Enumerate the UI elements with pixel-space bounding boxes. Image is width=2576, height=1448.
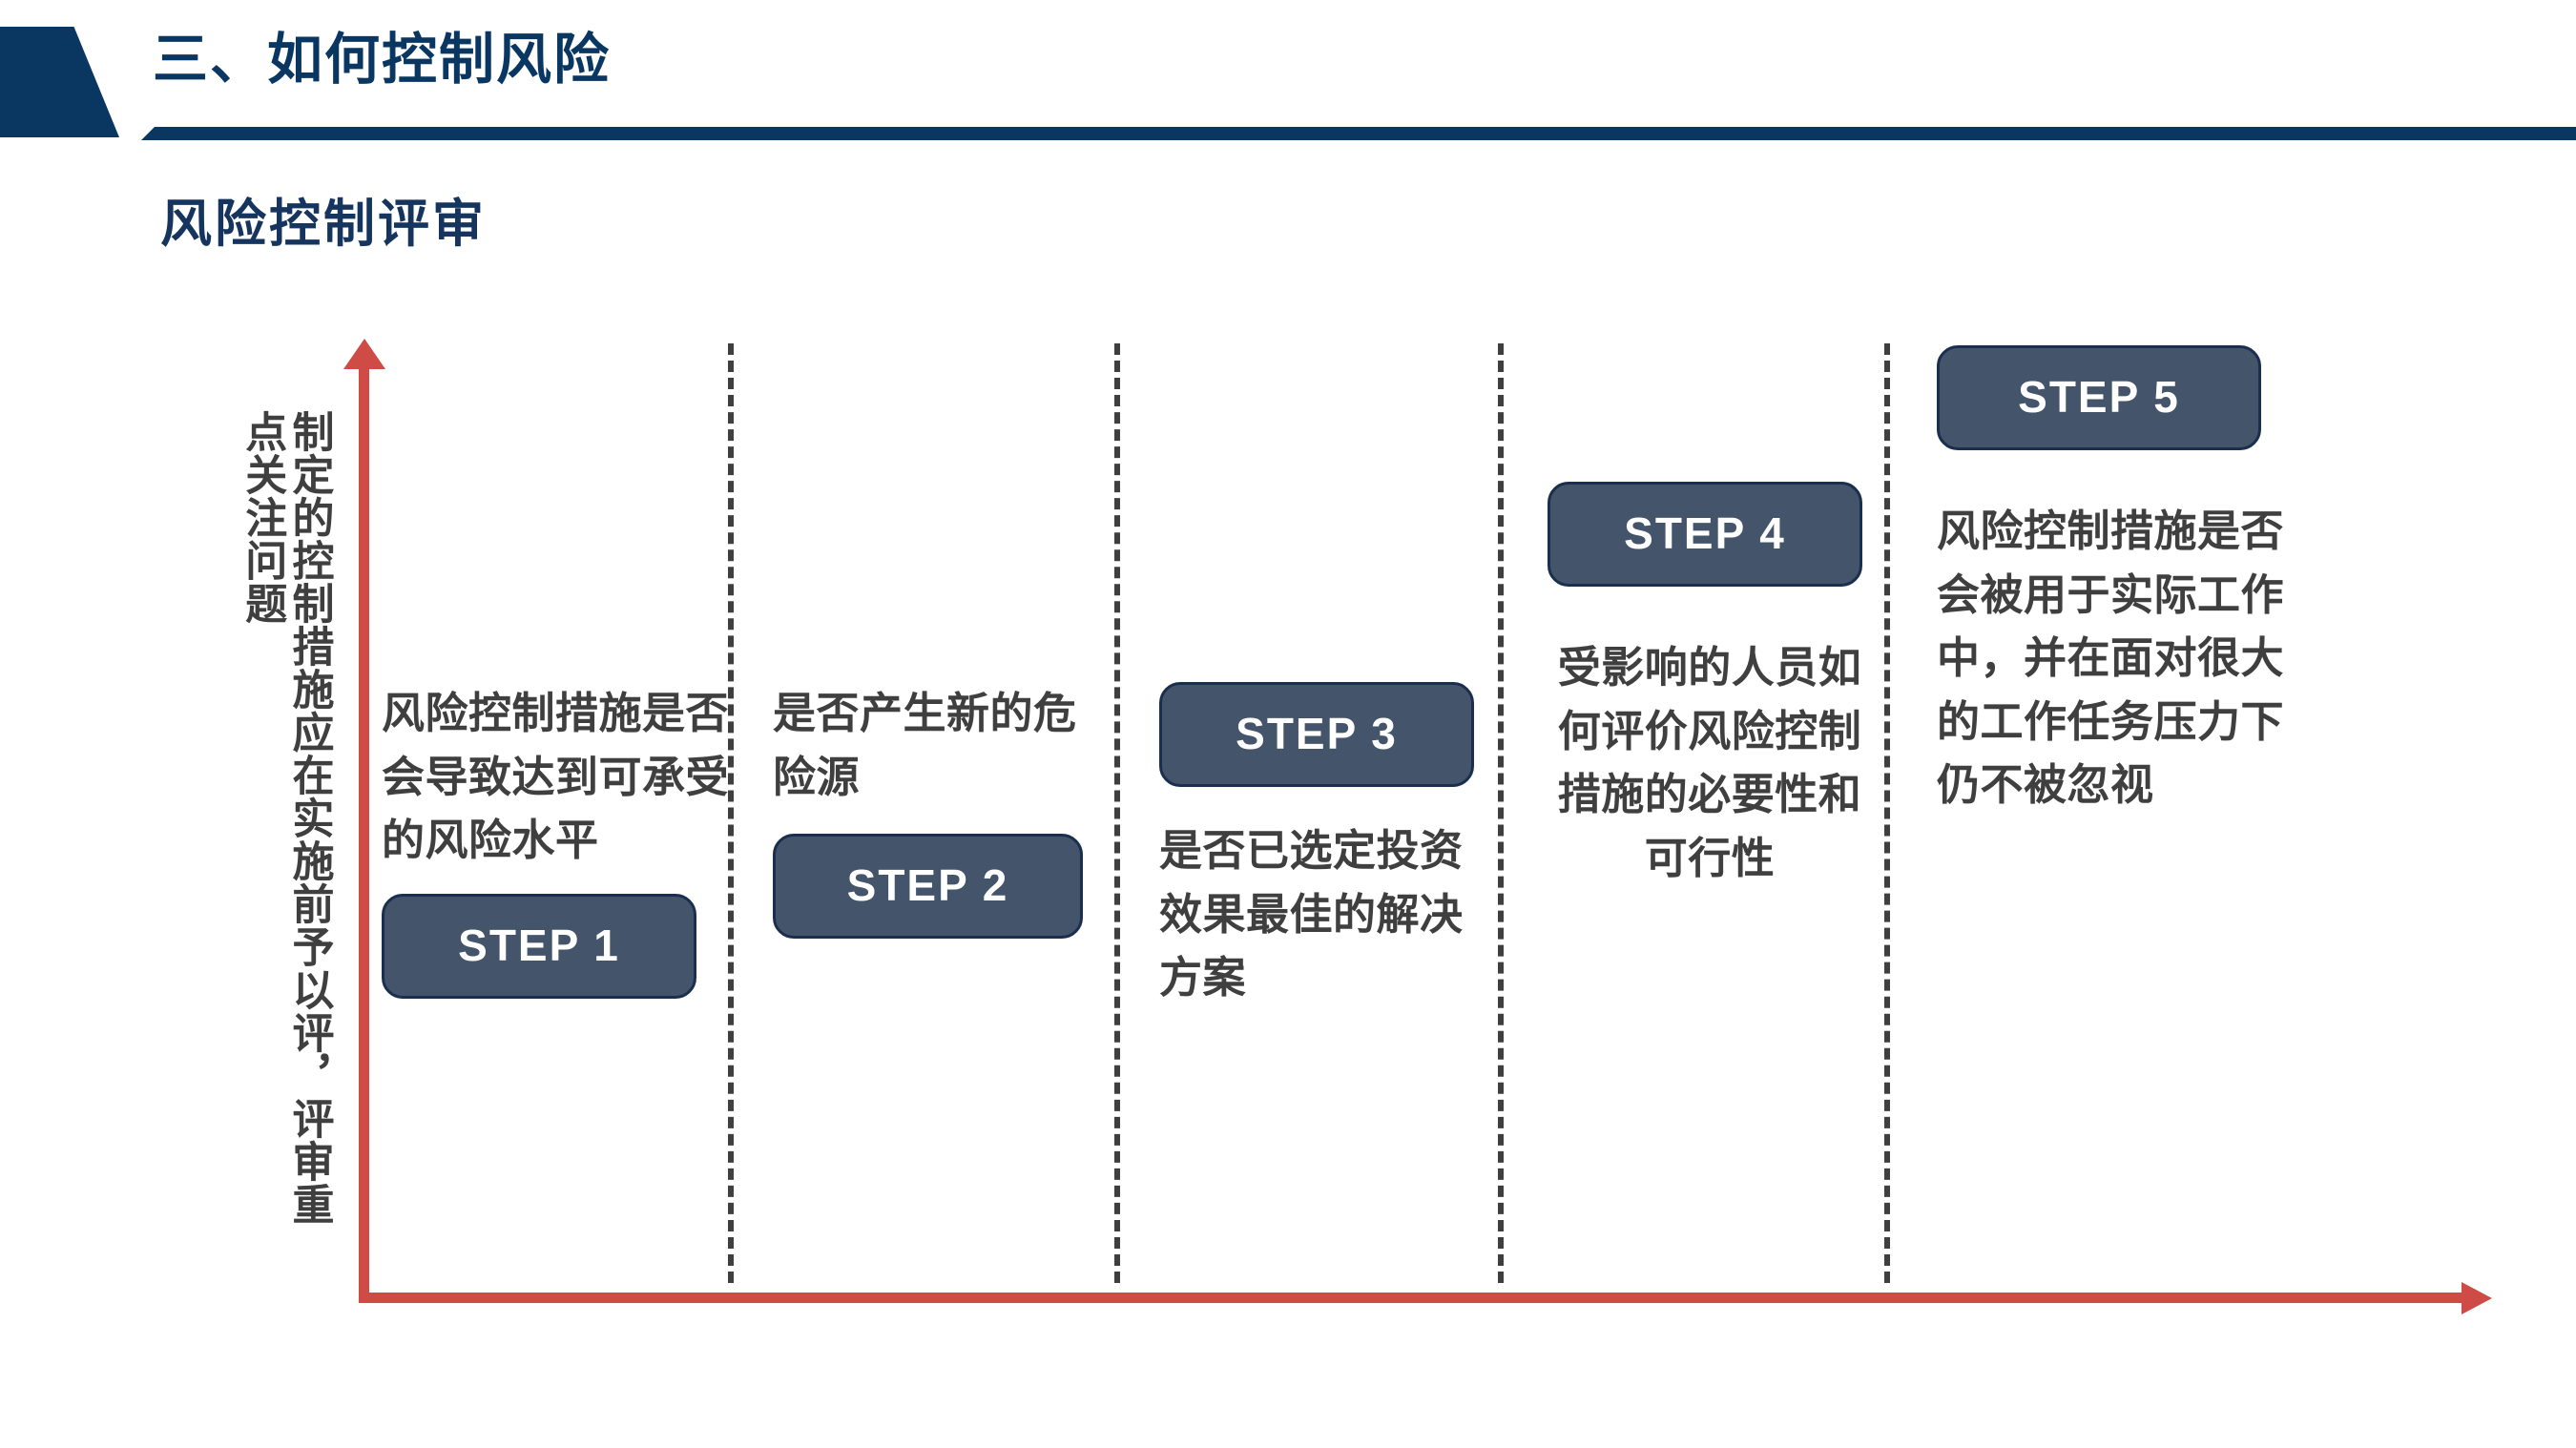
slide-header: 三、如何控制风险 [0, 0, 2576, 143]
step-4-description: 受影响的人员如何评价风险控制措施的必要性和可行性 [1557, 643, 1862, 882]
step-1-description: 风险控制措施是否会导致达到可承受的风险水平 [382, 689, 730, 865]
step-5-badge[interactable]: STEP 5 [1937, 345, 2261, 450]
section-subtitle: 风险控制评审 [160, 196, 487, 253]
column-divider-2 [1114, 343, 1120, 1283]
page-title: 三、如何控制风险 [153, 29, 612, 91]
step-column-4: STEP 4 受影响的人员如何评价风险控制措施的必要性和可行性 [1548, 482, 1872, 890]
horizontal-axis-arrow-icon [2462, 1282, 2492, 1314]
step-1-badge[interactable]: STEP 1 [382, 893, 696, 999]
step-2-description: 是否产生新的危险源 [773, 689, 1077, 801]
step-column-3: STEP 3 是否已选定投资效果最佳的解决方案 [1159, 682, 1484, 1010]
step-3-badge[interactable]: STEP 3 [1159, 682, 1474, 787]
vertical-axis-line [359, 358, 369, 1302]
step-column-5: STEP 5 风险控制措施是否会被用于实际工作中，并在面对很大的工作任务压力下仍… [1937, 345, 2299, 817]
step-4-badge[interactable]: STEP 4 [1548, 482, 1862, 587]
header-divider-rule [141, 127, 2576, 140]
step-5-description: 风险控制措施是否会被用于实际工作中，并在面对很大的工作任务压力下仍不被忽视 [1937, 507, 2285, 810]
horizontal-axis-line [359, 1293, 2467, 1303]
vertical-axis-label: 制定的控制措施应在实施前予以评，评审重点关注问题 [239, 410, 333, 1226]
step-2-badge[interactable]: STEP 2 [773, 834, 1083, 940]
step-column-1: 风险控制措施是否会导致达到可承受的风险水平 STEP 1 [382, 682, 735, 999]
step-3-description: 是否已选定投资效果最佳的解决方案 [1159, 826, 1464, 1003]
column-divider-1 [728, 343, 734, 1283]
column-divider-4 [1884, 343, 1890, 1283]
step-column-2: 是否产生新的危险源 STEP 2 [773, 682, 1088, 940]
header-trapezoid-decoration [0, 27, 119, 137]
column-divider-3 [1498, 343, 1504, 1283]
